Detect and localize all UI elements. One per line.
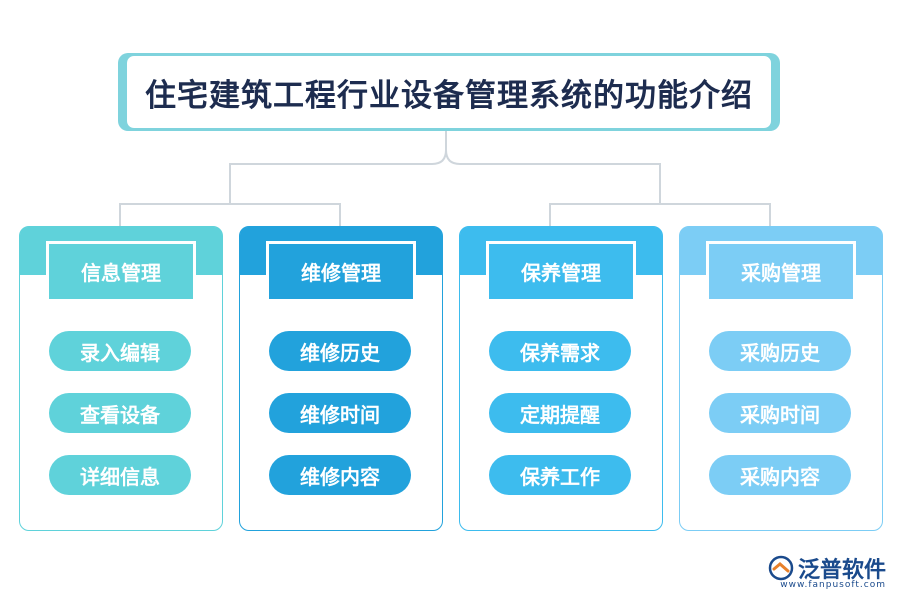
item-pill: 维修时间 bbox=[269, 393, 411, 433]
column-header: 采购管理 bbox=[709, 244, 853, 299]
item-pill: 定期提醒 bbox=[489, 393, 631, 433]
diagram-title: 住宅建筑工程行业设备管理系统的功能介绍 bbox=[145, 77, 753, 114]
item-pill: 采购历史 bbox=[709, 331, 851, 371]
column-header: 信息管理 bbox=[49, 244, 193, 299]
column-header: 保养管理 bbox=[489, 244, 633, 299]
column-repair-management: 维修管理 维修历史 维修时间 维修内容 bbox=[239, 226, 443, 531]
brand-name: 泛普软件 bbox=[797, 558, 886, 583]
item-pill: 维修历史 bbox=[269, 331, 411, 371]
fanpu-logo-icon bbox=[768, 555, 794, 581]
brand-logo: 泛普软件 www.fanpusoft.com bbox=[768, 552, 886, 590]
item-pill: 查看设备 bbox=[49, 393, 191, 433]
item-pill: 保养需求 bbox=[489, 331, 631, 371]
brand-url: www.fanpusoft.com bbox=[780, 580, 886, 590]
item-pill: 采购内容 bbox=[709, 455, 851, 495]
title-box: 住宅建筑工程行业设备管理系统的功能介绍 bbox=[124, 53, 774, 131]
column-info-management: 信息管理 录入编辑 查看设备 详细信息 bbox=[19, 226, 223, 531]
column-maintenance-management: 保养管理 保养需求 定期提醒 保养工作 bbox=[459, 226, 663, 531]
column-header: 维修管理 bbox=[269, 244, 413, 299]
item-pill: 维修内容 bbox=[269, 455, 411, 495]
connector-right bbox=[549, 188, 771, 226]
item-pill: 保养工作 bbox=[489, 455, 631, 495]
connector-left bbox=[119, 188, 341, 226]
column-procurement-management: 采购管理 采购历史 采购时间 采购内容 bbox=[679, 226, 883, 531]
connector-root bbox=[229, 131, 661, 188]
item-pill: 采购时间 bbox=[709, 393, 851, 433]
item-pill: 录入编辑 bbox=[49, 331, 191, 371]
item-pill: 详细信息 bbox=[49, 455, 191, 495]
